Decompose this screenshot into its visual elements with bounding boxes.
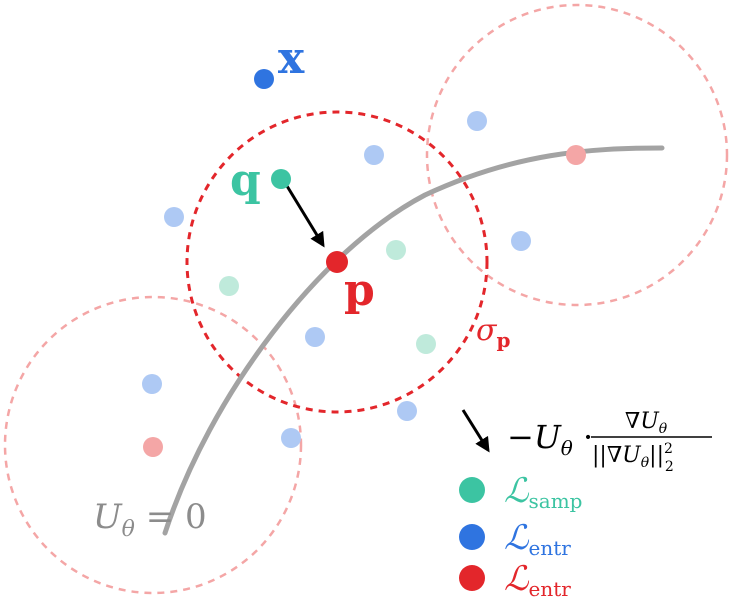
- p-point-label: p: [344, 265, 375, 316]
- entropy-sample-point: [467, 111, 487, 131]
- projection-arrow: [285, 185, 325, 248]
- legend-teal-swatch: [459, 477, 485, 503]
- surface-sample-point: [143, 437, 163, 457]
- entropy-sample-point: [305, 327, 325, 347]
- curve-label: Uθ = 0: [93, 497, 207, 542]
- legend-red-label: ℒentr: [504, 559, 571, 601]
- legend-arrow: [461, 409, 490, 453]
- formula-prefix: −Uθ ·: [507, 418, 593, 460]
- entropy-sample-point: [281, 428, 301, 448]
- legend-blue-swatch: [459, 524, 485, 550]
- sampling-sample-point: [219, 276, 239, 296]
- q-point-label: q: [230, 155, 261, 206]
- entropy-sample-point: [164, 207, 184, 227]
- neighborhood-circle-right: [425, 3, 729, 307]
- legend-blue-label: ℒentr: [504, 518, 571, 560]
- legend-teal-label: ℒsamp: [504, 471, 582, 513]
- x-point-marker: [254, 69, 274, 89]
- legend-red-swatch: [459, 565, 485, 591]
- q-point-marker: [271, 169, 291, 189]
- sigma-label: σp: [476, 313, 510, 352]
- surface-sample-point: [566, 145, 586, 165]
- sigma-circle: [185, 110, 489, 414]
- neighborhood-circle-left: [3, 295, 303, 595]
- entropy-sample-point: [142, 374, 162, 394]
- sampling-sample-point: [386, 240, 406, 260]
- entropy-sample-point: [511, 231, 531, 251]
- formula-numerator: ∇Uθ: [625, 409, 668, 437]
- entropy-sample-point: [364, 145, 384, 165]
- x-point-label: x: [278, 33, 305, 84]
- sampling-sample-point: [416, 334, 436, 354]
- entropy-sample-point: [397, 401, 417, 421]
- p-point-marker: [326, 251, 348, 273]
